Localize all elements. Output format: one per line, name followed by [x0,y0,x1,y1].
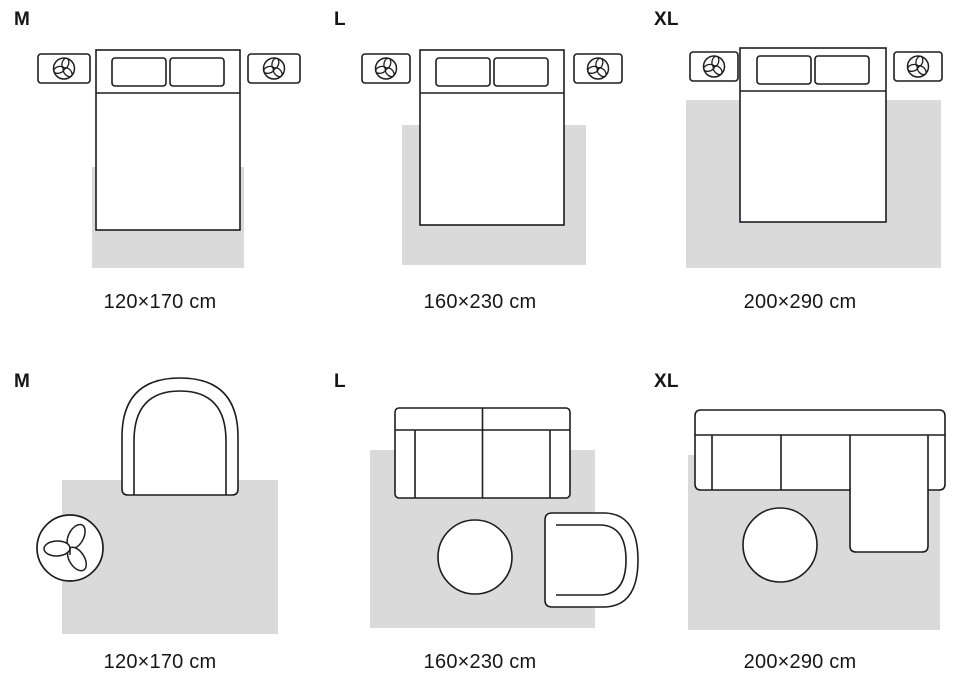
pillow [756,55,812,85]
size-label: L [334,371,346,392]
size-label: XL [654,371,679,392]
plant-icon [702,54,726,78]
plant-icon [262,56,286,80]
panel-living-xl: XL 200×290 cm [640,345,960,690]
nightstand-right [573,53,623,84]
bed [95,49,241,231]
nightstand-right [247,53,301,84]
dimension-caption: 120×170 cm [103,291,217,313]
living-xl-diagram [688,409,946,630]
panel-bedroom-xl: XL 200×290 cm [640,0,960,345]
pouf [742,507,818,583]
pillow [435,57,491,87]
plant-icon [586,56,610,80]
armchair-right [544,512,639,608]
size-label: L [334,9,346,30]
dimension-caption: 160×230 cm [423,291,537,313]
pouf [437,519,513,595]
pillow [169,57,225,87]
pillow [111,57,167,87]
panel-bedroom-m: M 120×170 cm [0,0,320,345]
nightstand-left [361,53,411,84]
living-m-diagram [36,377,278,634]
bedroom-l-diagram [361,49,623,265]
panel-living-m: M 120×170 cm [0,345,320,690]
size-label: XL [654,9,679,30]
dimension-caption: 200×290 cm [743,291,857,313]
sofa [394,407,571,499]
nightstand-left [689,51,739,82]
panel-living-l: L 160×230 cm [320,345,640,690]
armchair [121,377,239,496]
size-label: M [14,9,31,30]
dimension-caption: 120×170 cm [103,651,217,673]
dimension-caption: 200×290 cm [743,651,857,673]
plant-icon [374,56,398,80]
sectional-sofa [694,409,946,553]
bed [739,47,887,223]
pillow [493,57,549,87]
nightstand-left [37,53,91,84]
pillow [814,55,870,85]
bedroom-xl-diagram [686,47,943,268]
potted-plant-icon [36,514,104,582]
panel-bedroom-l: L 160×230 cm [320,0,640,345]
dimension-caption: 160×230 cm [423,651,537,673]
bed [419,49,565,226]
nightstand-right [893,51,943,82]
size-label: M [14,371,31,392]
living-l-diagram [370,407,639,628]
plant-icon [906,54,930,78]
plant-icon [52,56,76,80]
bedroom-m-diagram [37,49,301,268]
